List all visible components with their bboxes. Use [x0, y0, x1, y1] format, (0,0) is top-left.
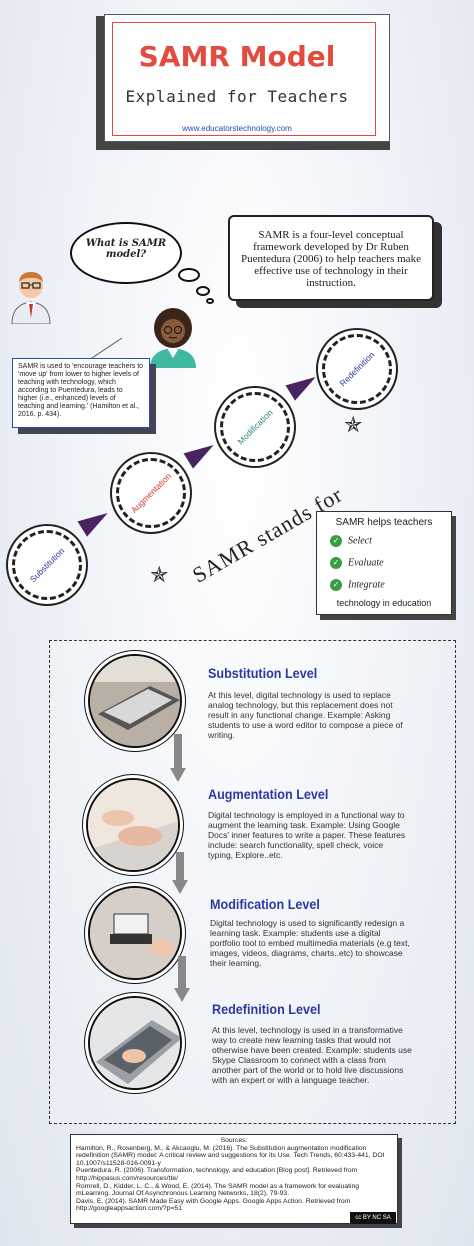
quote-box: SAMR is used to 'encourage teachers to '… — [12, 358, 150, 428]
helps-item-select: ✓Select — [330, 535, 372, 547]
down-arrow-head — [170, 768, 186, 782]
redefinition-title: Redefinition Level — [212, 1001, 321, 1017]
down-arrow-head — [174, 988, 190, 1002]
header-box — [104, 14, 390, 142]
helps-item-evaluate: ✓Evaluate — [330, 557, 384, 569]
substitution-photo — [88, 654, 182, 748]
augmentation-title: Augmentation Level — [208, 786, 329, 802]
sources-title: Sources: — [220, 1137, 248, 1144]
source-entry: Puentedura, R. (2006). Transformation, t… — [76, 1167, 358, 1182]
male-teacher-icon — [11, 272, 51, 324]
down-arrow-icon — [178, 956, 186, 990]
step-augmentation-circle: Augmentation — [116, 458, 186, 528]
source-entry: Romrell, D., Kidder, L. C., & Wood, E. (… — [76, 1182, 360, 1198]
star-icon: ✯ — [344, 412, 363, 437]
source-entry: Davis, E. (2014). SAMR Made Easy with Go… — [76, 1197, 351, 1213]
step-redefinition-label: Redefinition — [337, 349, 377, 389]
check-icon: ✓ — [330, 535, 342, 547]
sources-box: Sources: Hamilton, R., Rosenberg, M., & … — [70, 1134, 398, 1224]
check-icon: ✓ — [330, 557, 342, 569]
arrow-right-icon — [183, 437, 219, 469]
redefinition-photo — [88, 996, 182, 1090]
substitution-desc: At this level, digital technology is use… — [208, 690, 403, 740]
thought-dot-1 — [178, 268, 200, 282]
site-url-link[interactable]: www.educatorstechnology.com — [182, 124, 292, 133]
thought-bubble: What is SAMR model? — [70, 222, 182, 284]
arrow-right-icon — [285, 369, 321, 401]
step-substitution-label: Substitution — [27, 545, 67, 585]
source-entry: Hamilton, R., Rosenberg, M., & Akcaoglu,… — [76, 1144, 385, 1167]
thought-dot-2 — [196, 286, 210, 296]
header-inner-border — [112, 22, 376, 136]
check-icon: ✓ — [330, 579, 342, 591]
helps-footer: technology in education — [336, 598, 432, 608]
female-teacher-icon — [150, 308, 196, 368]
redefinition-desc: At this level, technology is used in a t… — [212, 1025, 412, 1085]
step-redefinition-circle: Redefinition — [322, 334, 392, 404]
arrow-right-icon — [77, 505, 113, 537]
step-augmentation-label: Augmentation — [128, 470, 174, 516]
definition-box: SAMR is a four-level conceptual framewor… — [228, 215, 434, 301]
step-modification-circle: Modification — [220, 392, 290, 462]
cc-license-badge: cc BY NC SA — [350, 1212, 396, 1224]
star-icon: ✯ — [150, 562, 169, 587]
augmentation-desc: Digital technology is employed in a func… — [208, 810, 406, 860]
modification-photo — [88, 886, 182, 980]
step-modification-label: Modification — [235, 407, 275, 447]
page-subtitle: Explained for Teachers — [125, 87, 349, 106]
augmentation-photo — [86, 778, 180, 872]
modification-title: Modification Level — [210, 896, 320, 912]
helps-item-integrate: ✓Integrate — [330, 579, 385, 591]
down-arrow-head — [172, 880, 188, 894]
step-substitution-circle: Substitution — [12, 530, 82, 600]
down-arrow-icon — [176, 852, 184, 882]
modification-desc: Digital technology is used to significan… — [210, 918, 410, 968]
substitution-title: Substitution Level — [208, 665, 318, 681]
thought-dot-3 — [206, 298, 214, 304]
down-arrow-icon — [174, 734, 182, 770]
page-title: SAMR Model — [138, 40, 336, 73]
helps-title: SAMR helps teachers — [335, 517, 433, 528]
